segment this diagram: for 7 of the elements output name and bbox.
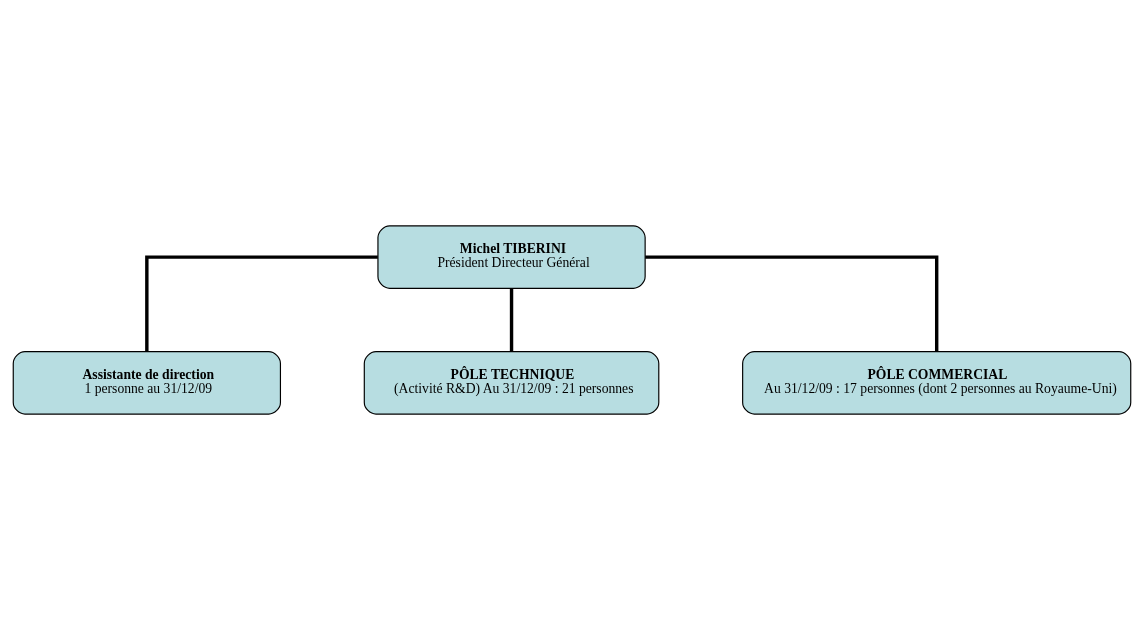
connector xyxy=(645,254,939,351)
node-box: PÔLE COMMERCIAL Au 31/12/09 : 17 personnes (dont 2 personnes au Royaume-Uni) xyxy=(742,350,1132,415)
node-box: PÔLE TECHNIQUE (Activité R&D) Au 31/12/09 : 21 personnes xyxy=(363,350,660,415)
connector xyxy=(145,254,378,351)
connector xyxy=(509,288,514,351)
node-box: Assistante de direction 1 personne au 31/12/09 xyxy=(12,350,282,415)
node-box: Michel TIBERINI Président Directeur Général xyxy=(377,224,646,289)
